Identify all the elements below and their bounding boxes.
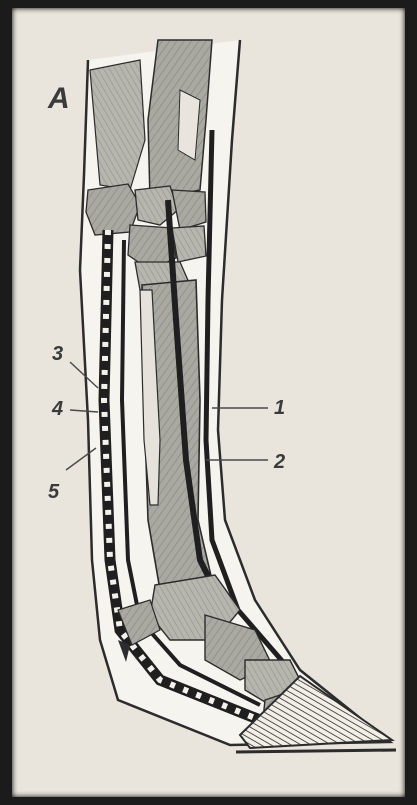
callout-3: 3 [52, 343, 63, 365]
callout-2: 2 [273, 451, 285, 473]
ground-line [236, 750, 396, 752]
callout-4: 4 [51, 398, 63, 420]
callout-5: 5 [48, 481, 60, 503]
callout-1: 1 [274, 397, 285, 419]
panel-letter: A [47, 82, 70, 115]
